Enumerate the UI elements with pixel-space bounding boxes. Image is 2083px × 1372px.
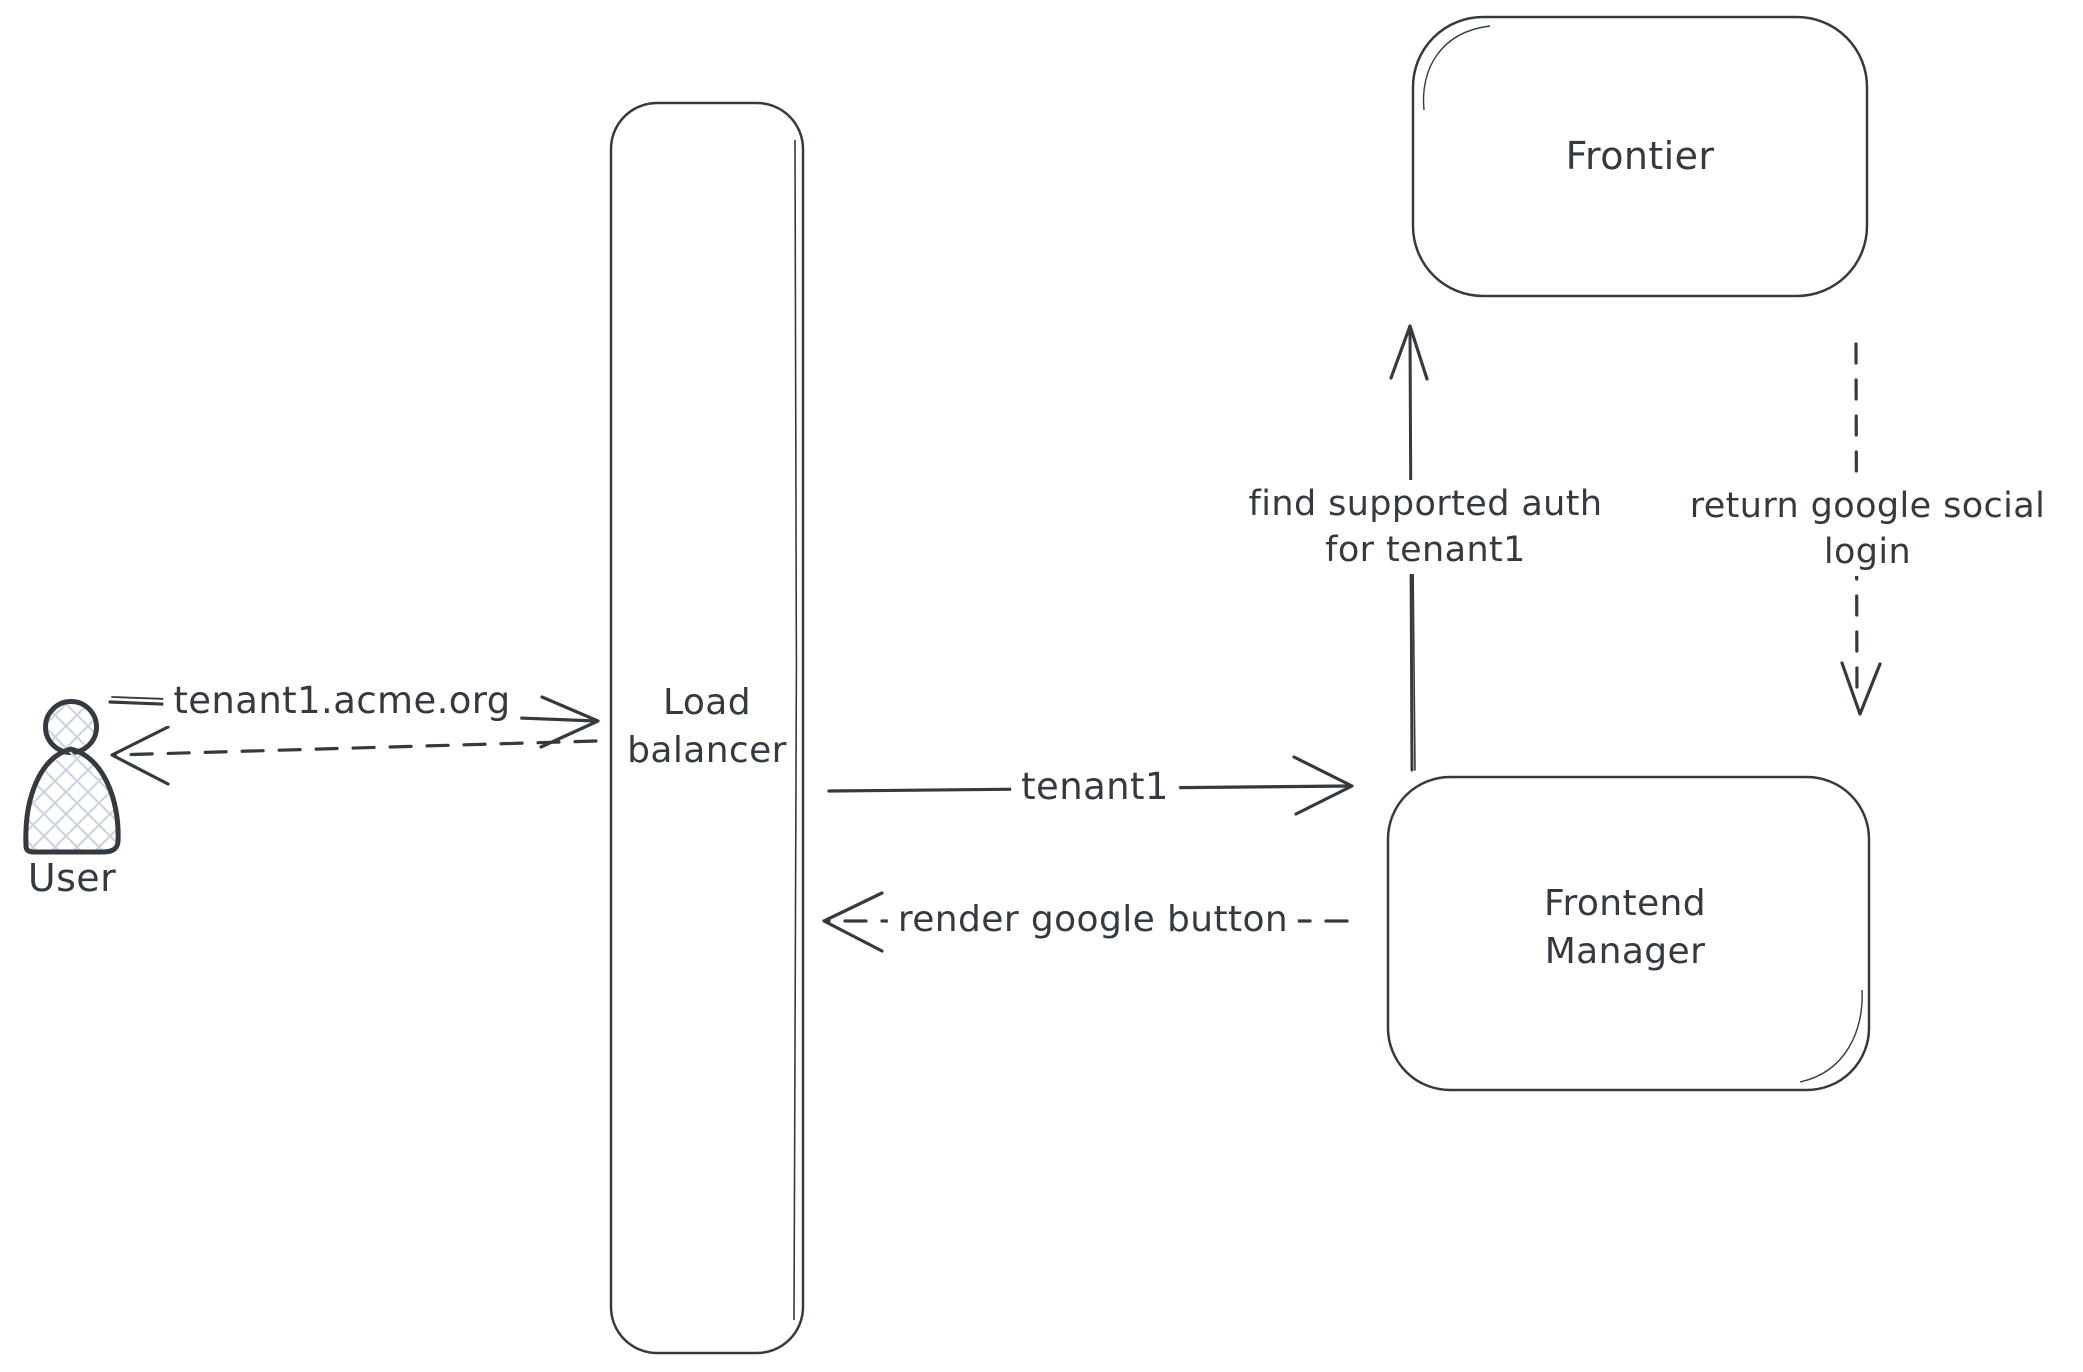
actor-body: [23, 746, 121, 855]
node-frontier: [1411, 15, 1869, 298]
hand-drawn-double-stroke: [1422, 25, 1491, 111]
arrowhead-left-icon: [822, 891, 884, 953]
arrowhead-up-icon: [1389, 324, 1429, 381]
edge-label-find-supported-auth: find supported auth for tenant1: [1213, 480, 1638, 574]
actor-head: [43, 699, 99, 755]
node-load-balancer: [609, 101, 805, 1355]
arrowhead-down-icon: [1840, 661, 1882, 716]
hand-drawn-double-stroke: [793, 139, 798, 1321]
hand-drawn-double-stroke: [1799, 989, 1863, 1083]
user-node-label: User: [27, 856, 117, 900]
arrowhead-left-icon: [110, 725, 170, 786]
hand-drawn-double-stroke: [1412, 559, 1416, 771]
load-balancer-node-label: Load balancer: [627, 682, 787, 771]
arrowhead-right-icon: [1292, 755, 1354, 816]
edge-label-render-google-button: render google button: [887, 896, 1299, 945]
frontier-node-label: Frontier: [1565, 134, 1715, 178]
edge-label-tenant1: tenant1: [1011, 762, 1179, 813]
edge-label-return-google-social-login: return google social login: [1650, 482, 2083, 576]
user-actor-icon: [23, 699, 121, 855]
frontend-manager-node-label: Frontend Manager: [1543, 883, 1707, 972]
node-frontend-manager: [1386, 775, 1871, 1092]
arrowhead-right-icon: [539, 695, 600, 749]
edge-label-tenant1-acme-org: tenant1.acme.org: [163, 676, 521, 727]
edge-load-balancer-to-user: [110, 725, 598, 786]
